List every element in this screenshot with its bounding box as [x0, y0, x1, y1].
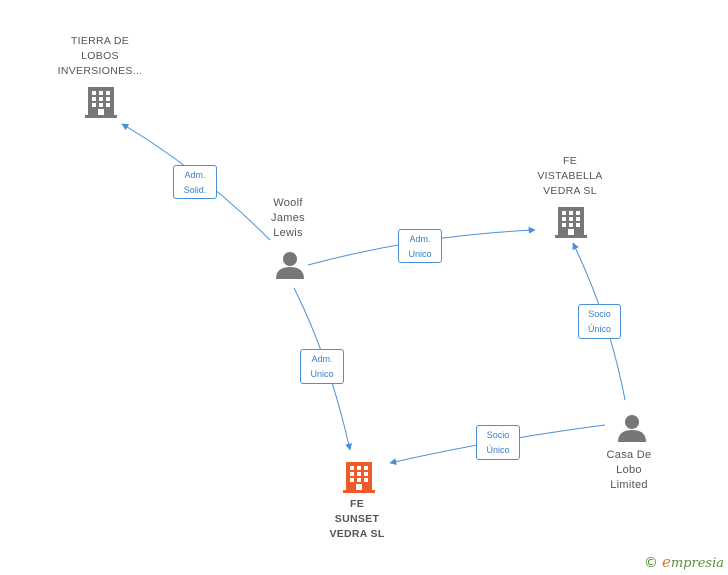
company-label-tierra[interactable]: TIERRA DE LOBOS INVERSIONES...: [48, 34, 152, 79]
brand-initial: e: [661, 553, 671, 571]
edge-label-line: Adm.: [409, 234, 431, 244]
edge-label-line: Adm.: [311, 354, 333, 364]
edge-label-woolf-sunset[interactable]: Adm. Unico: [300, 349, 344, 384]
label-line: FE: [349, 498, 365, 510]
person-icon[interactable]: [617, 413, 647, 443]
company-label-sunset[interactable]: FE SUNSET VEDRA SL: [306, 497, 408, 542]
edge-label-line: Unico: [408, 249, 432, 259]
edge-label-line: Unico: [310, 369, 334, 379]
edge-label-line: Único: [486, 445, 510, 455]
building-icon[interactable]: [85, 85, 117, 119]
building-icon[interactable]: [343, 460, 375, 494]
label-line: VISTABELLA: [537, 170, 603, 182]
edge-label-line: Único: [587, 324, 611, 334]
person-label-casa[interactable]: Casa De Lobo Limited: [592, 448, 666, 493]
edge-label-casa-vistabella[interactable]: Socio Único: [578, 304, 621, 339]
label-line: James: [271, 212, 305, 224]
label-line: Lewis: [273, 227, 303, 239]
edge-label-line: Socio: [486, 430, 510, 440]
label-line: FE: [562, 155, 578, 167]
label-line: VEDRA SL: [329, 528, 385, 540]
label-line: Limited: [610, 479, 648, 491]
label-line: SUNSET: [334, 513, 380, 525]
edge-label-woolf-vistabella[interactable]: Adm. Unico: [398, 229, 442, 263]
person-icon[interactable]: [275, 250, 305, 280]
edge-label-line: Socio: [588, 309, 611, 319]
edge-label-line: Solid.: [183, 185, 207, 195]
building-icon[interactable]: [555, 205, 587, 239]
label-line: Casa De: [606, 449, 652, 461]
empresia-logo: © empresia: [644, 553, 724, 571]
brand-name: mpresia: [670, 556, 724, 571]
edge-label-woolf-tierra[interactable]: Adm. Solid.: [173, 165, 217, 199]
person-label-woolf[interactable]: Woolf James Lewis: [252, 196, 324, 241]
label-line: INVERSIONES...: [57, 65, 143, 77]
copyright-icon: ©: [643, 555, 658, 571]
company-label-vistabella[interactable]: FE VISTABELLA VEDRA SL: [520, 154, 620, 199]
edge-label-line: Adm.: [184, 170, 206, 180]
label-line: Lobo: [616, 464, 642, 476]
label-line: VEDRA SL: [543, 185, 597, 197]
edge-label-casa-sunset[interactable]: Socio Único: [476, 425, 520, 460]
label-line: LOBOS: [81, 50, 119, 62]
label-line: Woolf: [273, 197, 303, 209]
label-line: TIERRA DE: [70, 35, 130, 47]
